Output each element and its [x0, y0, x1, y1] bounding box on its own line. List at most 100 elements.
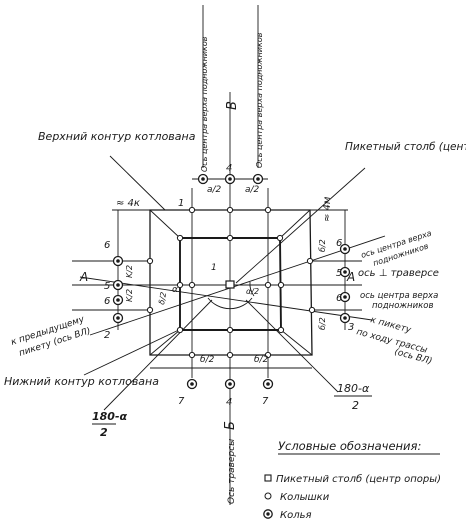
label-axis-traverse-right: ось ⊥ траверсе [358, 268, 439, 279]
legend-post-label: Пикетный столб (центр опоры) [276, 473, 441, 485]
label-picket-post: Пикетный столб (центр опоры) [345, 141, 466, 153]
stake-6-bl [112, 294, 124, 306]
stake-number-7-right: 7 [262, 396, 269, 407]
corner-line-tl [149, 209, 181, 239]
legend-post-icon [264, 474, 272, 482]
legend-peg-icon [264, 492, 272, 500]
leader-picket-post [235, 167, 366, 284]
stake-5-right [339, 266, 351, 278]
axis-label-traverse-bottom: Ось траверсы [227, 439, 237, 504]
stakes-group [112, 173, 351, 390]
stake-number-6-bl: 6 [104, 296, 110, 307]
dim-angle-center-1: 1 [211, 263, 217, 273]
stake-6-tr [339, 243, 351, 255]
stake-5-left [112, 279, 124, 291]
peg [176, 281, 184, 289]
axis-letter-b-bottom: Б [223, 421, 238, 430]
leader-angle-left [103, 299, 213, 411]
corner-line-tr [279, 209, 311, 239]
axis-letter-a-left: А [79, 270, 88, 284]
stake-number-2: 2 [104, 330, 110, 341]
angle-bottom-left-num: 180-α [92, 410, 128, 423]
axis-letter-b-top: В [225, 101, 240, 110]
stake-number-4-bottom: 4 [226, 397, 232, 408]
legend-stake-icon-inner [266, 512, 270, 516]
peg [146, 306, 154, 314]
dim-a-half-right: a/2 [245, 185, 260, 195]
pegs-group [146, 206, 316, 359]
axis-label-top-right: Ось центра верха подножников [255, 32, 264, 168]
legend-title: Условные обозначения: [278, 439, 421, 453]
stake-number-6-tl: 6 [104, 240, 110, 251]
dim-angle-center-2: α/2 [246, 287, 259, 296]
dim-angle-alpha: α [172, 285, 178, 295]
peg [188, 351, 196, 359]
peg [277, 281, 285, 289]
legend-stake-label: Колья [280, 510, 312, 521]
peg [264, 351, 272, 359]
corner-line-bl [149, 329, 181, 356]
dim-b-half-right: б/2 [254, 355, 269, 365]
stake-number-6-tr: 6 [336, 238, 342, 249]
peg [306, 257, 314, 265]
axis-label-top-left: Ось центра верха подножников [200, 36, 209, 172]
angle-bottom-right-num: 180-α [337, 382, 370, 395]
peg [226, 206, 234, 214]
corner-line-br [280, 329, 313, 356]
peg [146, 257, 154, 265]
dim-delta-half: δ/2 [157, 291, 168, 305]
label-lower-contour: Нижний контур котлована [4, 375, 159, 388]
legend: Условные обозначения: Пикетный столб (це… [263, 439, 441, 521]
axis-vl-line [89, 235, 386, 336]
stake-2 [112, 312, 124, 324]
label-horiz-right-1: ось центра верха [360, 291, 438, 301]
stake-number-6-br: 6 [336, 293, 342, 304]
label-upper-contour: Верхний контур котлована [38, 130, 196, 143]
leader-lower-contour [83, 327, 184, 376]
stake-7-left [186, 378, 198, 390]
stake-number-7-left: 7 [178, 396, 185, 407]
stake-6-br [339, 291, 351, 303]
stake-number-1: 1 [178, 198, 184, 209]
dim-b-half-right-top: б/2 [318, 239, 327, 252]
dim-b-half-left: б/2 [200, 355, 215, 365]
stake-number-5-right: 5 [336, 268, 342, 279]
angle-arc-small [249, 281, 255, 297]
peg [308, 306, 316, 314]
dim-k-half-bottom: K/2 [125, 289, 134, 302]
stake-3 [339, 312, 351, 324]
label-to-next-picket-2: по ходу трассы [355, 327, 428, 356]
peg [188, 281, 196, 289]
leader-upper-contour [109, 155, 166, 211]
dim-four-m: ≈ 4м [322, 196, 333, 222]
stake-4-bottom [224, 378, 236, 390]
peg [188, 206, 196, 214]
peg [276, 234, 284, 242]
angle-bottom-right-den: 2 [352, 399, 359, 412]
dim-b-half-right-bottom: б/2 [318, 317, 327, 330]
axis-letter-a-right: А [346, 270, 355, 284]
angle-bottom-left-den: 2 [100, 426, 108, 439]
stake-6-tl [112, 255, 124, 267]
peg [226, 351, 234, 359]
stake-number-4-top: 4 [226, 163, 232, 174]
stake-4-top [224, 173, 236, 185]
leader-angle-right [245, 299, 339, 393]
peg [226, 326, 234, 334]
peg [176, 234, 184, 242]
stake-4-top-right [252, 173, 264, 185]
legend-peg-label: Колышки [280, 492, 330, 503]
picket-post-center [225, 280, 235, 289]
label-horiz-right-2: подножников [372, 301, 433, 311]
peg [226, 234, 234, 242]
stake-4-top-left [197, 173, 209, 185]
peg [176, 326, 184, 334]
axis-footing-diagonal [79, 276, 373, 321]
peg [264, 281, 272, 289]
dim-a-half-left: a/2 [207, 185, 222, 195]
peg [264, 206, 272, 214]
dim-four-k: ≈ 4к [116, 198, 140, 209]
stake-7-right [262, 378, 274, 390]
dim-k-half-top: K/2 [125, 265, 134, 278]
